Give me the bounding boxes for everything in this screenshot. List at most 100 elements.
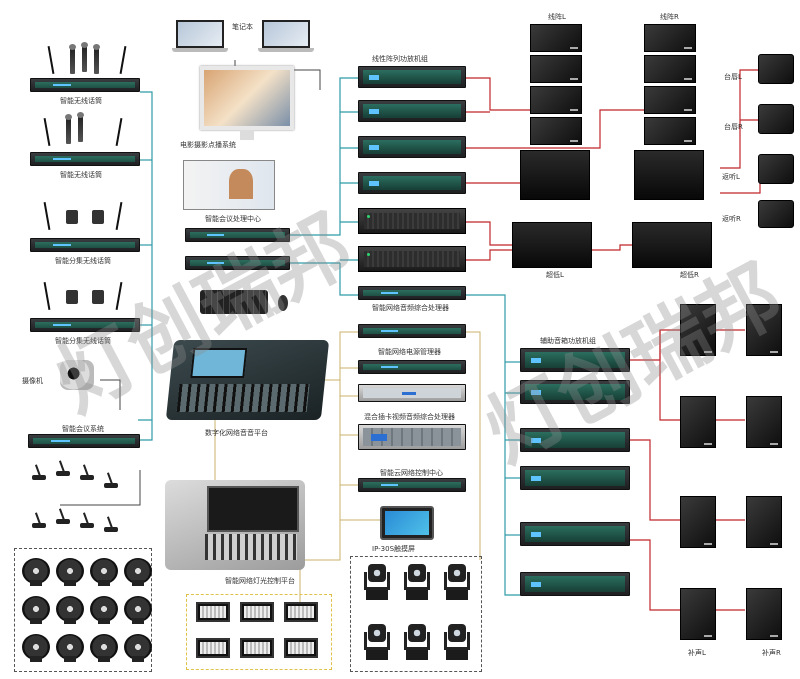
keyboard (200, 290, 268, 314)
wireless-bodypack-1-label: 智能分集无线话筒 (55, 257, 111, 265)
bodypack-transmitter (66, 290, 78, 304)
par-light (90, 596, 118, 624)
sub-amp-2 (358, 246, 466, 272)
flood-light (196, 638, 230, 658)
cloud-control-center (358, 478, 466, 492)
line-array-r-label: 线阵R (660, 13, 679, 21)
cinema-broadcast-label: 电影摄影点播系统 (180, 141, 236, 149)
line-array-amp-2 (358, 100, 466, 122)
line-array-l-sub (520, 150, 590, 200)
flood-light (196, 602, 230, 622)
smart-meeting-label: 智能会议处理中心 (205, 215, 261, 223)
aux-amp-3 (520, 428, 630, 452)
moving-head-group (350, 556, 482, 672)
aux-amp-2 (520, 380, 630, 404)
line-array-l-element (530, 55, 582, 83)
wireless-handheld-2-label: 智能无线话筒 (60, 171, 102, 179)
flood-light-group (186, 594, 332, 670)
console-faders (205, 534, 297, 560)
mixer-screen (190, 348, 248, 378)
stage-lip-speaker-r (758, 104, 794, 134)
signal-wires (138, 77, 520, 596)
moving-head-light (442, 564, 472, 600)
laptop-label: 笔记本 (232, 23, 253, 31)
par-light (124, 596, 152, 624)
conference-host (28, 434, 140, 448)
aux-amp-label: 辅助音箱功放机组 (540, 337, 596, 345)
wireless-receiver-3 (30, 238, 140, 252)
stage-l-label: 台唇L (724, 73, 742, 81)
handheld-mic (93, 44, 100, 74)
power-manager-label: 智能网络电源管理器 (378, 348, 441, 356)
surround-speaker (746, 496, 782, 548)
mixer-faders (176, 384, 310, 412)
delegate-mic (28, 462, 50, 480)
par-light (22, 558, 50, 586)
moving-head-light (362, 564, 392, 600)
touch-panel-label: IP-30S触摸屏 (372, 545, 416, 553)
presenter-image (229, 169, 253, 199)
par-light (124, 558, 152, 586)
handheld-mic (69, 44, 76, 74)
processor-2 (358, 324, 466, 338)
touch-panel (380, 506, 434, 540)
surround-speaker (746, 304, 782, 356)
par-light (22, 634, 50, 662)
lighting-console-label: 智能网络灯光控制平台 (225, 577, 295, 585)
fill-r-label: 补声R (762, 649, 781, 657)
lighting-console (165, 480, 305, 570)
touch-panel-screen (385, 511, 429, 535)
fill-speaker-r (746, 588, 782, 640)
moving-head-light (362, 624, 392, 660)
matrix-processor (358, 424, 466, 450)
camera-label: 摄像机 (22, 377, 43, 385)
handheld-mic (65, 114, 72, 144)
surround-speaker (680, 496, 716, 548)
fill-l-label: 补声L (688, 649, 706, 657)
bodypack-transmitter (92, 290, 104, 304)
line-array-amp-4 (358, 172, 466, 194)
delegate-mic (52, 506, 74, 524)
sub-l-label: 超低L (546, 271, 564, 279)
fill-speaker-l (680, 588, 716, 640)
power-sequencer (358, 384, 466, 402)
bodypack-transmitter (66, 210, 78, 224)
monitor-speaker-l (758, 154, 794, 184)
surround-speaker (680, 396, 716, 448)
surround-speaker (746, 396, 782, 448)
line-array-r-element (644, 55, 696, 83)
delegate-mic (52, 458, 74, 476)
flood-light (284, 638, 318, 658)
line-array-r-element (644, 24, 696, 52)
line-array-l-label: 线阵L (548, 13, 566, 21)
stage-r-label: 台唇R (724, 123, 743, 131)
line-array-amp-label: 线性阵列功放机组 (372, 55, 428, 63)
digital-mixer (165, 340, 330, 420)
sub-r-label: 超低R (680, 271, 699, 279)
flood-light (240, 638, 274, 658)
wireless-receiver-4 (30, 318, 140, 332)
surround-speaker (680, 304, 716, 356)
line-array-l-element (530, 117, 582, 145)
delegate-mic (76, 462, 98, 480)
meeting-processor-screen (183, 160, 275, 210)
bodypack-transmitter (92, 210, 104, 224)
ptz-camera (60, 360, 94, 390)
handheld-mic (81, 42, 88, 72)
delegate-mic (100, 470, 122, 488)
cloud-center-label: 智能云网络控制中心 (380, 469, 443, 477)
conference-system-label: 智能会议系统 (62, 425, 104, 433)
flood-light (284, 602, 318, 622)
aux-amp-4 (520, 466, 630, 490)
display-stand (240, 130, 254, 140)
line-array-amp-3 (358, 136, 466, 158)
par-light (22, 596, 50, 624)
moving-head-light (442, 624, 472, 660)
network-audio-processor (358, 286, 466, 300)
par-light (56, 558, 84, 586)
monitor-speaker-r (758, 200, 794, 228)
stage-lip-speaker-l (758, 54, 794, 84)
flood-light (240, 602, 274, 622)
